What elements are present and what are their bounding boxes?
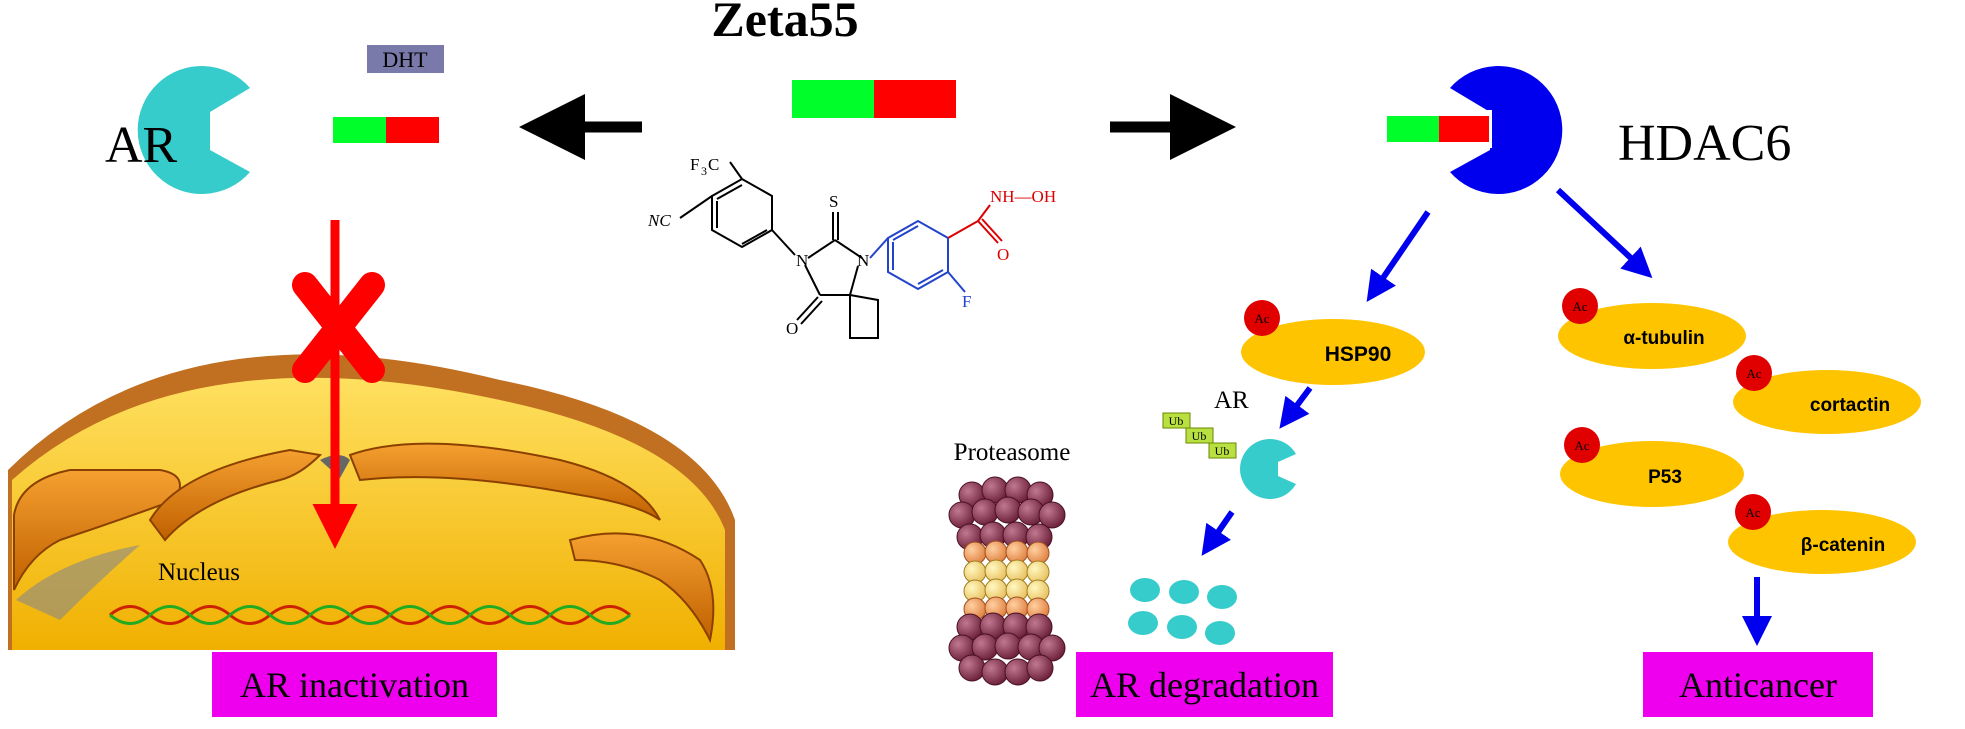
outcome-anticancer: Anticancer (1643, 652, 1873, 717)
ar-bound-zeta55 (333, 117, 439, 143)
zeta55-structure-red (947, 204, 1003, 244)
zeta55-bar (792, 80, 956, 118)
dht-box (367, 45, 444, 73)
p53-label: P53 (1648, 467, 1682, 488)
ub-label-1: Ub (1169, 414, 1184, 428)
cf3-f: F (690, 155, 699, 174)
proteasome-icon (948, 476, 1066, 686)
catenin-node (1728, 494, 1916, 574)
hsp90-node (1241, 300, 1425, 385)
f-label: F (962, 292, 971, 311)
diagram-title: Zeta55 (711, 0, 858, 47)
n1-label: N (796, 251, 808, 270)
outcome-ar-inactivation: AR inactivation (212, 652, 497, 717)
ar-label: AR (105, 117, 178, 174)
ub-chain (1162, 412, 1237, 459)
hsp90-label: HSP90 (1325, 343, 1392, 366)
molecule-labels: F 3 C NC S N N O F NH—OH O (647, 155, 1056, 338)
ub-ar-label: AR (1214, 387, 1249, 414)
catenin-label: β-catenin (1801, 535, 1885, 556)
cortactin-ac: Ac (1746, 366, 1761, 381)
p53-node (1560, 427, 1744, 507)
ub-ar-receptor (1240, 439, 1296, 500)
outcome-ar-degradation: AR degradation (1076, 652, 1333, 717)
hdac6-bound-zeta55 (1387, 116, 1489, 142)
proteasome-label: Proteasome (954, 439, 1071, 466)
cf3-sub: 3 (701, 164, 707, 178)
dna-strand (109, 605, 631, 625)
tubulin-ac: Ac (1572, 299, 1587, 314)
s-label: S (829, 192, 838, 211)
nucleus (8, 354, 735, 650)
cf3-c: C (708, 155, 719, 174)
inhibition-x (292, 272, 385, 383)
o2-label: O (997, 245, 1009, 264)
cortactin-node (1733, 355, 1921, 434)
tubulin-node (1558, 288, 1746, 369)
ar-fragments (1128, 578, 1237, 645)
zeta55-structure-blue (869, 219, 966, 293)
blue-arrows (1201, 187, 1772, 646)
nc-label: NC (647, 211, 671, 230)
ub-label-3: Ub (1215, 444, 1230, 458)
cortactin-label: cortactin (1810, 395, 1890, 416)
ub-label-2: Ub (1192, 429, 1207, 443)
hsp90-ac: Ac (1254, 311, 1269, 326)
nhoh-label: NH—OH (990, 187, 1056, 206)
dht-label: DHT (382, 47, 428, 72)
p53-ac: Ac (1574, 438, 1589, 453)
tubulin-label: α-tubulin (1623, 328, 1704, 349)
n2-label: N (857, 251, 869, 270)
o-label: O (786, 319, 798, 338)
nucleus-label: Nucleus (158, 559, 240, 586)
hdac6-label: HDAC6 (1618, 115, 1791, 172)
zeta55-structure (679, 161, 879, 339)
catenin-ac: Ac (1745, 505, 1760, 520)
